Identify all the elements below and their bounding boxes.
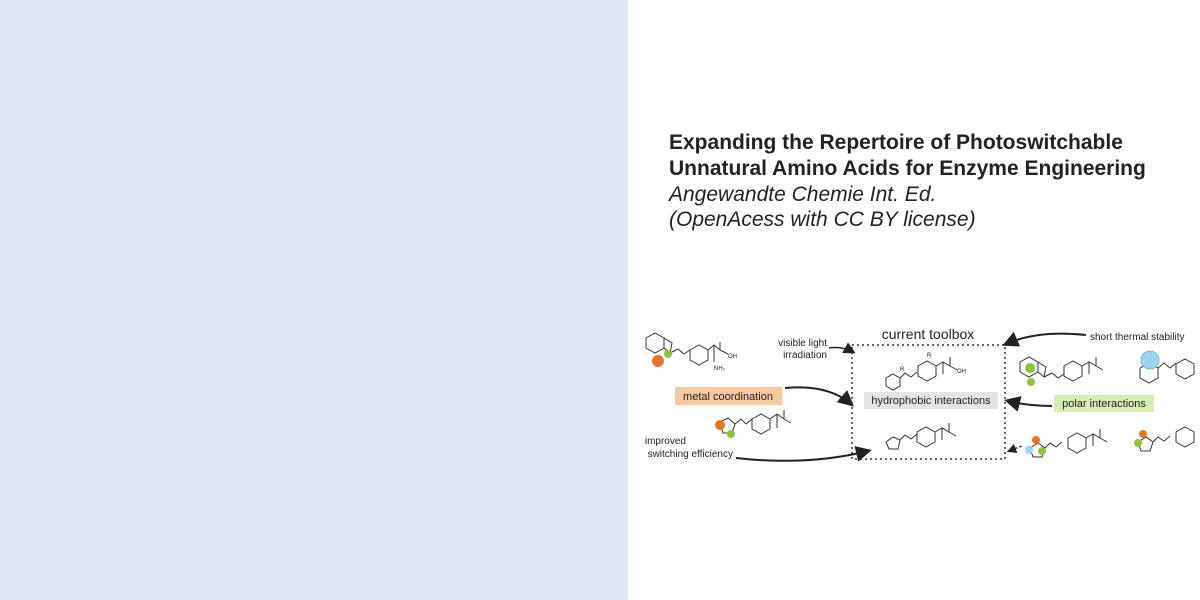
orange-dot-3 [1032,436,1040,444]
orange-dot-4 [1139,430,1147,438]
paper-title-line-1: Expanding the Repertoire of Photoswitcha… [669,131,1123,154]
oh-label: OH [728,354,737,360]
visible-light-label-1: visible light [778,338,827,349]
r-label-1: R [900,367,905,373]
visible-light-label-2: irradiation [783,350,827,361]
improved-label-2: switching efficiency [648,449,733,460]
arrow-azo-right [1006,443,1023,453]
orange-dot [652,355,664,367]
green-dot-5 [1038,447,1046,455]
r-label-2: R [927,353,932,359]
orange-dot-2 [715,420,725,430]
polar-label: polar interactions [1062,398,1146,410]
toc-figure: current toolbox OH NH₂ metal coordinatio… [628,320,1200,480]
paper-title-line-2: Unnatural Amino Acids for Enzyme Enginee… [669,157,1146,180]
oh-label-tb1: OH [957,369,966,375]
arrow-thermal [1002,331,1087,347]
green-dot [664,350,672,358]
molecule-azo-right [1137,426,1195,452]
arrow-metal [784,386,855,407]
improved-label-1: improved [645,436,686,447]
toolbox-molecule-1 [885,357,958,391]
figure-svg: current toolbox OH NH₂ metal coordinatio… [645,326,1195,462]
right-content-panel [628,0,1200,600]
arrow-improved [735,446,872,462]
green-dot-2 [727,430,735,438]
green-dot-6 [1134,439,1142,447]
green-dot-3 [1025,363,1035,373]
molecule-polar-ring [1019,356,1104,382]
nh2-label: NH₂ [714,366,726,372]
left-color-panel [0,0,628,600]
arrow-visible-light [828,342,856,354]
toolbox-label: current toolbox [882,326,975,342]
polar-box [1054,395,1154,412]
paper-info: Expanding the Repertoire of Photoswitcha… [669,130,1189,232]
hydrophobic-label: hydrophobic interactions [871,395,991,407]
toolbox-molecule-2 [885,423,957,450]
journal-name: Angewandte Chemie Int. Ed. [669,183,937,206]
metal-coordination-label: metal coordination [683,391,773,403]
green-dot-4 [1027,378,1035,386]
metal-coordination-box [675,387,782,405]
license-note: (OpenAcess with CC BY license) [669,208,976,231]
thermal-stability-label: short thermal stability [1090,332,1184,343]
hydrophobic-box [864,392,998,409]
molecule-metal-azo [719,410,792,435]
arrow-polar [1004,396,1053,412]
blue-dot [1140,350,1160,370]
blue-dot-2 [1025,446,1033,454]
